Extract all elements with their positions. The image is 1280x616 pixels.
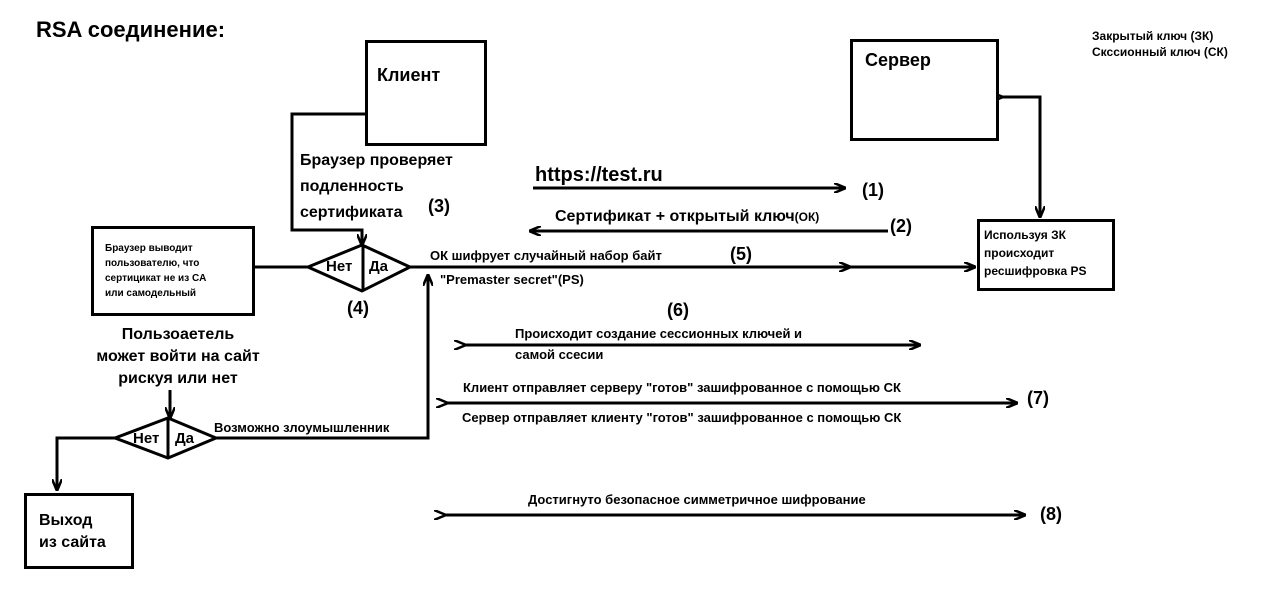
exit-text: Выход из сайта [39, 512, 106, 551]
step-3: (3) [428, 196, 450, 216]
decision-yes-certificate: Да [369, 258, 389, 275]
session-line-2: самой ссесии [515, 347, 604, 362]
server-box: Сервер [850, 39, 999, 141]
attacker-up-line [216, 275, 428, 440]
decision-no-user: Нет [133, 430, 160, 447]
legend-private-key: Закрытый ключ (ЗК) [1092, 29, 1214, 43]
decision-no-certificate: Нет [326, 258, 353, 275]
step-7: (7) [1027, 388, 1049, 408]
browser-warning-box: Браузер выводит пользователю, что сертиц… [91, 226, 255, 316]
step-8: (8) [1040, 504, 1062, 524]
server-decrypt-box: Используя ЗК происходит ресшифровка PS [977, 219, 1115, 291]
encrypt-line-2: "Premaster secret"(PS) [440, 272, 584, 287]
step-6: (6) [667, 300, 689, 320]
step-1: (1) [862, 180, 884, 200]
attacker-text: Возможно злоумышленник [214, 420, 390, 435]
server-label: Сервер [865, 50, 931, 70]
client-box: Клиент [365, 40, 487, 146]
exit-line [57, 436, 115, 490]
browser-check-text: Браузер проверяет подленность сертификат… [300, 152, 453, 221]
browser-warning-text: Браузер выводит пользователю, что сертиц… [105, 243, 207, 299]
decision-diamond-user [110, 416, 220, 460]
session-line-1: Происходит создание сессионных ключей и [515, 326, 803, 341]
decision-yes-user: Да [175, 430, 195, 447]
user-choice-text: Пользоаетель может войти на сайт рискуя … [96, 326, 260, 387]
certificate-ok: (ОК) [794, 210, 820, 224]
server-decrypt-text: Используя ЗК происходит ресшифровка PS [984, 228, 1087, 278]
client-label: Клиент [377, 65, 441, 85]
server-decrypt-link [1002, 97, 1040, 217]
exit-box: Выход из сайта [24, 493, 134, 569]
encrypt-line-1: ОК шифрует случайный набор байт [430, 248, 662, 263]
step-5: (5) [730, 244, 752, 264]
step-4: (4) [347, 298, 369, 318]
certificate-label: Сертификат + открытый ключ(ОК) [555, 207, 819, 226]
step-2: (2) [890, 216, 912, 236]
decision-diamond-certificate [304, 243, 414, 293]
legend-session-key: Скссионный ключ (СК) [1092, 45, 1228, 59]
url-label: https://test.ru [535, 164, 663, 186]
page-title: RSA соединение: [36, 17, 226, 42]
ready-server-text: Сервер отправляет клиенту "готов" зашифр… [462, 410, 902, 425]
symmetric-text: Достигнуто безопасное симметричное шифро… [528, 492, 866, 507]
client-to-check-line [290, 112, 365, 245]
ready-client-text: Клиент отправляет серверу "готов" зашифр… [463, 380, 901, 395]
certificate-text: Сертификат + открытый ключ [555, 208, 795, 225]
